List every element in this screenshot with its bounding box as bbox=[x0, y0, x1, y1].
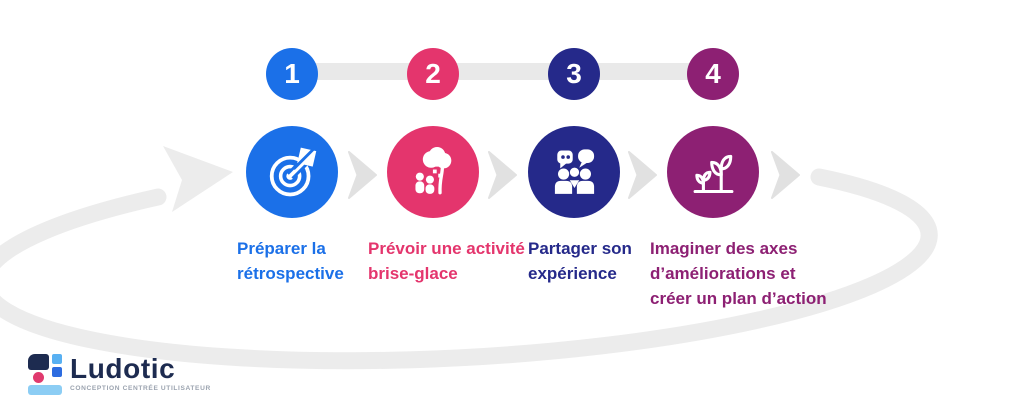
step-label: Partager son expérience bbox=[528, 239, 632, 283]
step-number-badge: 1 bbox=[266, 48, 318, 100]
step-number-badge: 3 bbox=[548, 48, 600, 100]
step-icon-circle bbox=[246, 126, 338, 218]
logo-mark-sky-square bbox=[52, 354, 62, 364]
step-number-badge: 4 bbox=[687, 48, 739, 100]
loop-arrowhead-icon bbox=[163, 146, 233, 212]
step-number-badge: 2 bbox=[407, 48, 459, 100]
logo-mark-dot bbox=[33, 372, 44, 383]
chevron-right-icon bbox=[771, 151, 800, 199]
step-connector-line bbox=[292, 63, 713, 80]
step-icon-circle bbox=[528, 126, 620, 218]
chevron-right-icon bbox=[488, 151, 517, 199]
icebreaker-activity-icon bbox=[414, 146, 451, 194]
step-label: Imaginer des axes d’améliorations et cré… bbox=[650, 239, 827, 308]
logo-tagline: CONCEPTION CENTRÉE UTILISATEUR bbox=[70, 385, 211, 392]
chevron-right-icon bbox=[348, 151, 377, 199]
chevron-right-icon bbox=[628, 151, 657, 199]
step-icon-circle bbox=[387, 126, 479, 218]
logo-mark bbox=[28, 354, 63, 395]
group-discussion-icon bbox=[554, 148, 594, 194]
growth-sprouts-icon bbox=[693, 154, 733, 193]
logo-mark-bottom-bar bbox=[28, 385, 62, 395]
logo-wordmark: Ludotic bbox=[70, 353, 176, 384]
logo-mark-navy-block bbox=[28, 354, 49, 370]
step-label: Préparer la rétrospective bbox=[237, 239, 344, 283]
target-dart-icon bbox=[269, 143, 321, 196]
ludotic-logo: Ludotic CONCEPTION CENTRÉE UTILISATEUR bbox=[28, 354, 211, 395]
step-label: Prévoir une activité brise-glace bbox=[368, 239, 525, 283]
step-icon-circle bbox=[667, 126, 759, 218]
logo-mark-blue-square bbox=[52, 367, 62, 377]
